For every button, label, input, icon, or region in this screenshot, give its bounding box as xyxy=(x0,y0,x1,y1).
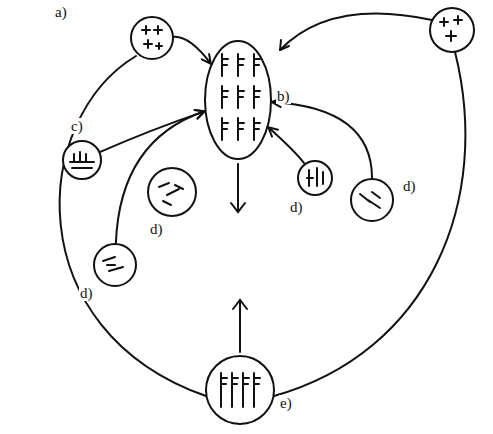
shape-outline xyxy=(350,178,394,222)
chromosome-marks xyxy=(222,54,260,140)
part-label: b) xyxy=(276,88,291,104)
shape-outline xyxy=(130,16,174,60)
arrow-head xyxy=(280,40,289,50)
small-circle: a) xyxy=(130,16,174,60)
arrow-connector xyxy=(116,110,205,243)
shape-outline xyxy=(147,167,197,217)
shape-outline xyxy=(297,160,333,196)
chromosome-marks xyxy=(360,192,380,208)
outer-membrane xyxy=(60,56,206,396)
small-circle: d) xyxy=(350,178,394,222)
small-circle: d) xyxy=(297,160,333,196)
part-label: d) xyxy=(289,199,304,215)
outer-membrane xyxy=(274,52,465,396)
arrow-connector xyxy=(100,110,204,152)
part-label: c) xyxy=(70,118,84,134)
shape-outline xyxy=(204,40,272,160)
central-oval: b) xyxy=(204,40,272,160)
small-circle: c) xyxy=(62,140,102,180)
curved-arrow xyxy=(280,13,432,50)
shape-outline xyxy=(93,243,137,287)
shape-outline xyxy=(62,140,102,180)
chromosome-marks xyxy=(307,168,323,186)
arrow-connector xyxy=(268,127,304,163)
part-label: e) xyxy=(279,395,293,411)
chromosome-marks xyxy=(103,257,123,271)
down-arrow xyxy=(231,164,245,212)
shape-outline xyxy=(205,355,275,425)
arrow-connector xyxy=(174,37,211,64)
chromosome-marks xyxy=(70,152,94,168)
part-label: d) xyxy=(402,178,417,194)
chromosome-marks xyxy=(159,183,183,205)
small-circle xyxy=(430,8,474,52)
chromosome-marks xyxy=(221,373,260,407)
small-circle: d) xyxy=(93,243,137,287)
cross-marks xyxy=(440,16,462,41)
up-arrow xyxy=(233,300,247,352)
part-label: d) xyxy=(149,221,164,237)
part-label: d) xyxy=(79,285,94,301)
part-label: a) xyxy=(54,4,68,20)
small-circle: d) xyxy=(147,167,197,217)
chromosome-marks xyxy=(142,26,162,49)
large-circle: e) xyxy=(205,355,275,425)
